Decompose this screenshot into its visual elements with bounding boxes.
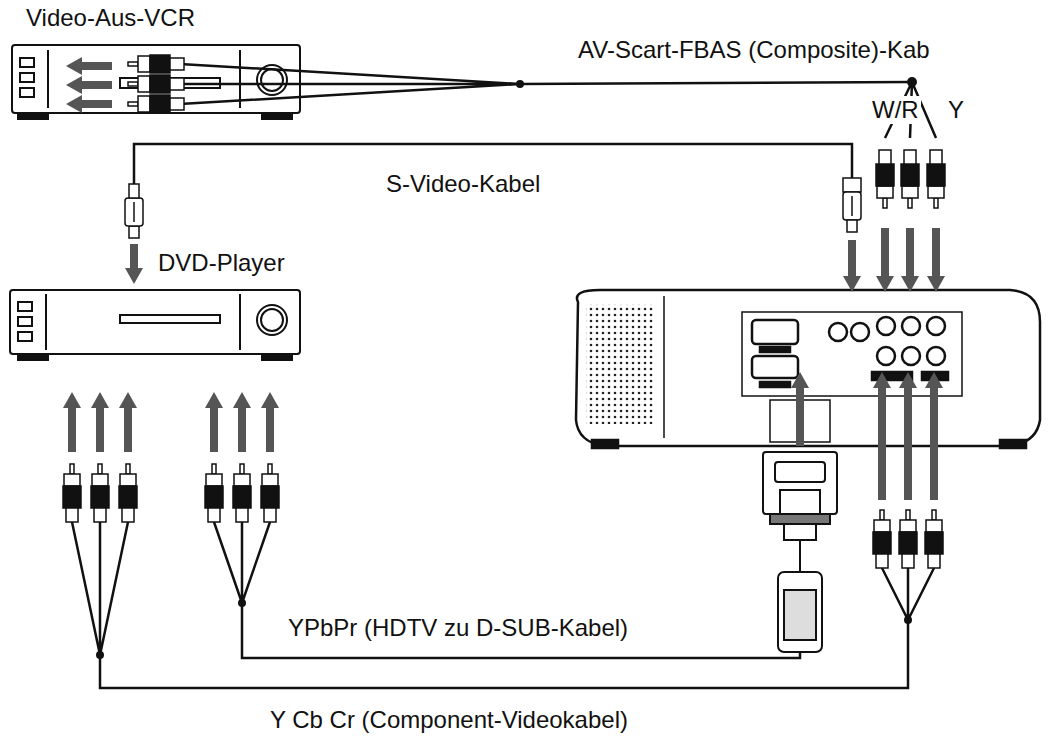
- cable-label: Y Cb Cr (Component-Videokabel): [268, 706, 630, 734]
- device-name: DVD-Player: [156, 249, 287, 277]
- cable-label: S-Video-Kabel: [384, 170, 542, 198]
- cable-label: YPbPr (HDTV zu D-SUB-Kabel): [286, 614, 630, 642]
- device-name: Video-Aus-VCR: [24, 4, 197, 32]
- rca-plugs: [63, 55, 945, 568]
- signal-label: Y: [946, 96, 966, 124]
- cable-label: AV-Scart-FBAS (Composite)-Kab: [576, 36, 932, 64]
- dsub-adapter: [763, 452, 837, 652]
- device-label: Video-Aus-VCR: [24, 4, 197, 32]
- junction-dots: [96, 77, 917, 659]
- cables: [72, 64, 936, 688]
- dvd-device: [10, 290, 300, 360]
- signal-label: W/R: [870, 96, 921, 124]
- direction-arrows: [63, 57, 945, 500]
- device-label: DVD-Player: [156, 249, 287, 277]
- vcr-device: [12, 45, 300, 119]
- projector: [576, 290, 1040, 448]
